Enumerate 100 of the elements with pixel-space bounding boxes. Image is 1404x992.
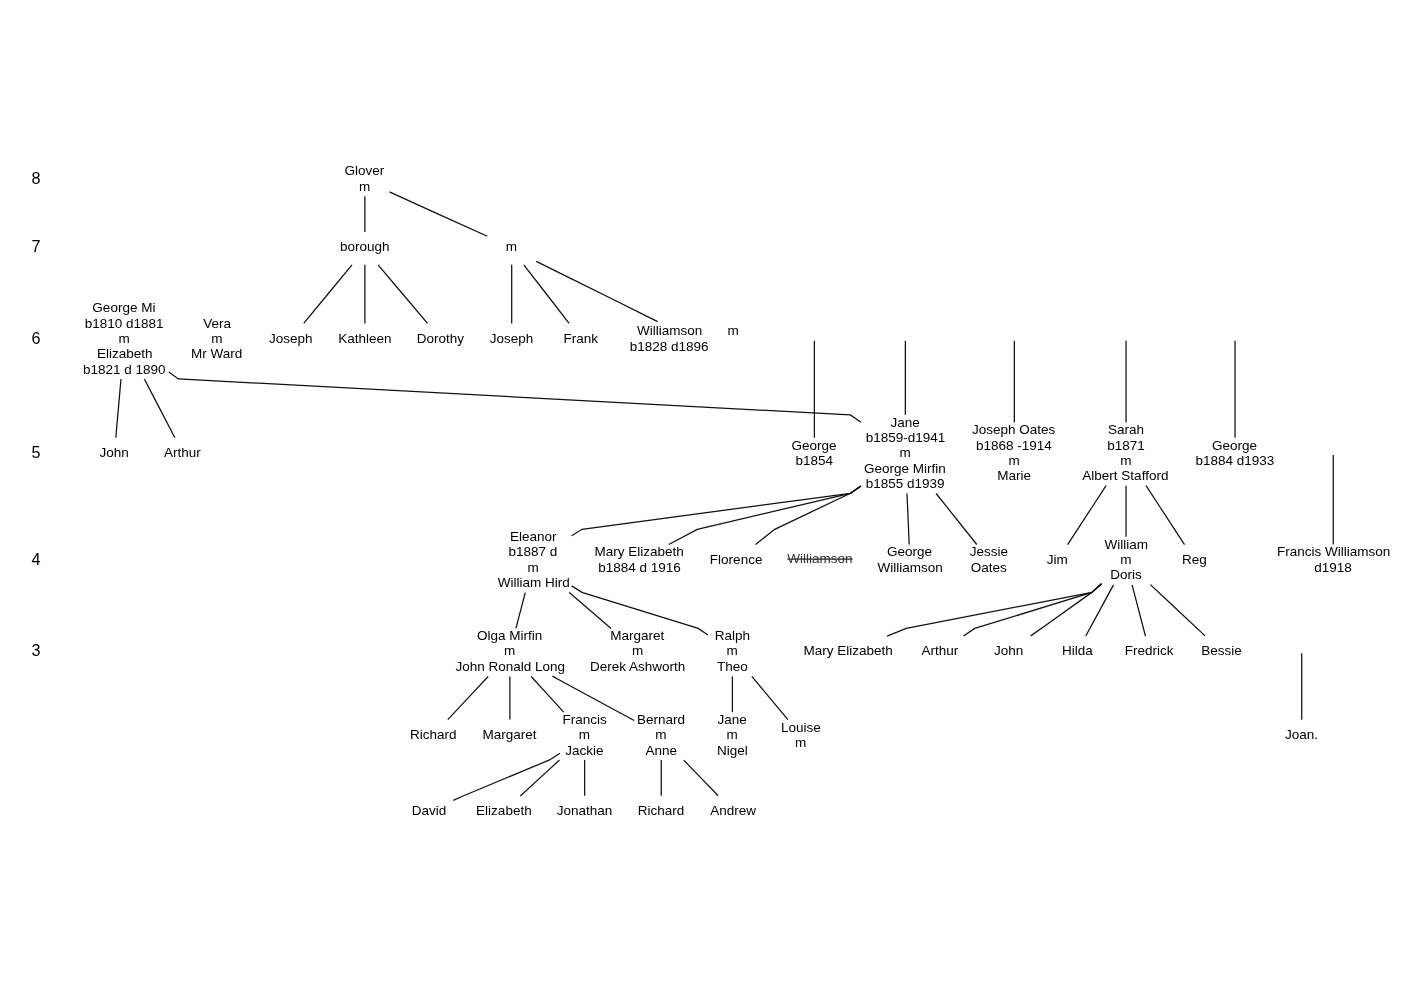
label: 3 [31,641,41,660]
connector [568,591,612,630]
connector [511,264,513,324]
connector [1085,584,1115,637]
node-label: m [727,323,739,339]
connector [509,675,511,721]
node-text: Jim [1046,552,1068,568]
connector [731,675,734,713]
node-text: borough [340,239,390,255]
node-text: David [411,803,447,819]
node-text: Joseph [489,330,534,346]
connector [813,340,815,439]
node-text: Bernard m Anne [636,711,685,758]
node-text: George Mi b1810 d1881 m Elizabeth b1821 d 1890 [82,300,166,377]
connector [1030,583,1103,637]
node-text: Frank [563,330,599,346]
connector [523,264,570,324]
node-text: Florence [709,552,763,568]
connector [584,759,586,797]
connector [683,759,719,797]
node-text: Richard [409,727,457,743]
connector [1066,485,1107,546]
node-text: Andrew [710,803,757,819]
node-text: Louise m [781,719,821,750]
node-text: John [99,445,129,461]
node-text: Eleanor b1887 d m William Hird [497,529,570,590]
connector [1013,340,1015,423]
node-text: Olga Mirfin m John Ronald Long [455,628,565,674]
connector [168,371,862,423]
connector [364,264,366,324]
node-text: Joan. [1285,727,1319,743]
label: 6 [31,328,41,347]
node-text: Sarah b1871 m Albert Stafford [1082,422,1169,484]
node-text: Jane m Nigel [717,711,748,758]
connector [551,675,635,722]
connector [754,485,862,546]
connector [751,675,789,721]
connector [1125,340,1127,423]
connector [447,675,489,721]
label: Williamson [787,551,853,567]
node-text: Glover m [344,163,385,194]
node-text: Elizabeth [476,803,532,819]
node-text: Kathleen [338,330,392,346]
node-text: Francis Williamson d1918 [1276,544,1391,575]
label: 4 [31,549,41,568]
label: 8 [31,168,41,187]
connector [1332,454,1334,546]
connector [377,264,429,324]
node-text: Fredrick [1124,643,1174,659]
node-text: Reg [1181,552,1207,568]
node-text: Jane b1859-d1941 m George Mirfin b1855 d1939 [863,414,946,491]
connector [388,191,488,237]
connector [530,675,565,713]
node-text: Joseph Oates b1868 -1914 m Marie [972,422,1056,484]
connector [452,752,561,801]
connector [1301,652,1303,721]
label: 7 [31,237,41,256]
connector [904,340,906,416]
connector [535,260,659,323]
connector [1145,485,1186,546]
node-text: Arthur [163,445,201,461]
connector [660,759,662,797]
node-text: Dorothy [416,330,464,346]
node-text: m [505,239,518,255]
node-text: Jessie Oates [969,544,1009,575]
connector [519,759,561,797]
connector [1131,584,1147,637]
connector [962,583,1103,637]
node-text: Joseph [268,330,313,346]
node-text: Margaret m Derek Ashworth [590,628,686,674]
node-text: Hilda [1062,643,1093,659]
connector [935,492,978,546]
node-text: Margaret [482,727,537,743]
node-text: Bessie [1201,643,1242,659]
connector [364,195,366,233]
connector [668,485,862,546]
node-text: Williamson b1828 d1896 [629,323,709,354]
node-text: George b1884 d1933 [1195,437,1275,468]
node-text: Jonathan [556,803,613,819]
node-text: George b1854 [791,437,837,468]
connector [571,585,709,636]
node-text: Vera m Mr Ward [191,315,243,362]
connector [115,378,122,439]
connector [886,583,1103,637]
node-text: Francis m Jackie [562,711,607,758]
connector [515,591,526,630]
node-text: Richard [637,803,685,819]
node-text: Mary Elizabeth [803,643,893,659]
connector [1125,485,1127,538]
node-text: Ralph m Theo [714,628,751,674]
node-text: William m Doris [1104,536,1148,583]
connector [906,492,910,546]
connector [303,264,353,324]
label: 5 [31,443,41,462]
connector [1149,584,1206,637]
node-text: Mary Elizabeth b1884 d 1916 [594,544,684,575]
node-text: Arthur [921,643,959,659]
connector [1234,340,1236,439]
node-text: George Williamson [877,544,943,575]
connector [143,378,176,439]
